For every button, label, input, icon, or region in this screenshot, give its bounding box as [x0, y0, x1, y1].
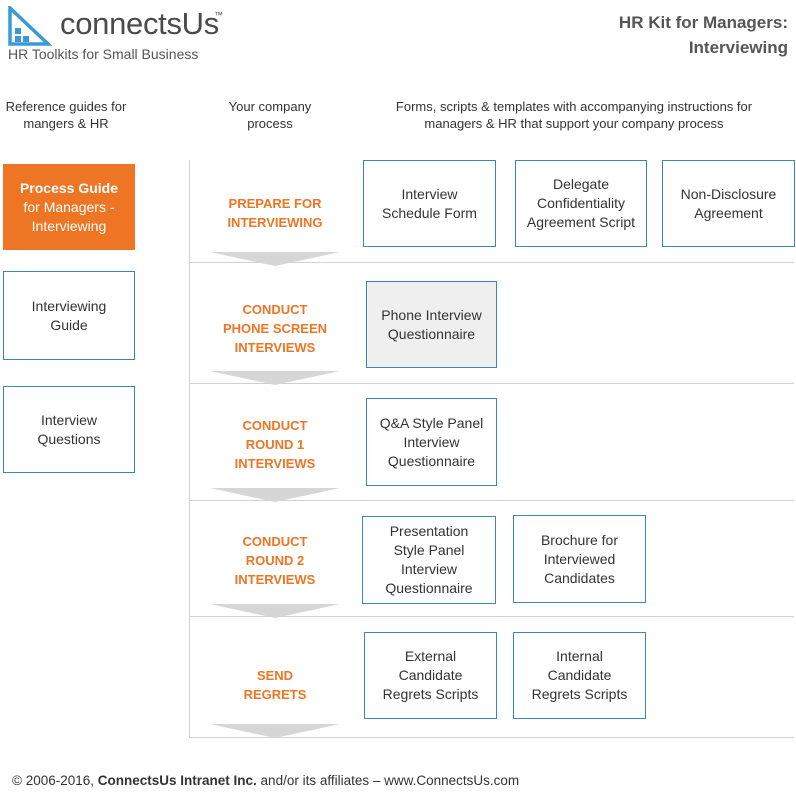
connectsus-logo-icon — [8, 6, 53, 46]
stage-send-regrets: SEND REGRETS — [200, 664, 350, 706]
title-line-2: Interviewing — [688, 38, 788, 57]
logo-text: connectsUs — [60, 6, 219, 41]
stage-separator — [189, 737, 794, 738]
stage-label: CONDUCT ROUND 1 INTERVIEWS — [234, 417, 316, 471]
doc-internal-candidate-regrets-scripts[interactable]: Internal Candidate Regrets Scripts — [513, 632, 646, 719]
doc-presentation-style-panel-interview-questionnaire[interactable]: Presentation Style Panel Interview Quest… — [362, 516, 496, 604]
stage-separator — [189, 262, 794, 263]
reference-guide-label: Interview Questions — [37, 411, 101, 447]
footer-suffix: and/or its affiliates – www.ConnectsUs.c… — [256, 773, 520, 788]
stage-round-1: CONDUCT ROUND 1 INTERVIEWS — [200, 414, 350, 474]
stage-label: SEND REGRETS — [243, 668, 307, 702]
doc-label: Q&A Style Panel Interview Questionnaire — [379, 414, 484, 469]
down-arrow-icon — [210, 724, 340, 738]
down-arrow-icon — [210, 488, 340, 502]
down-arrow-icon — [210, 604, 340, 618]
stage-separator — [189, 616, 794, 617]
doc-delegate-confidentiality-agreement-script[interactable]: Delegate Confidentiality Agreement Scrip… — [515, 160, 647, 247]
footer-copyright: © 2006-2016, ConnectsUs Intranet Inc. an… — [12, 773, 519, 788]
down-arrow-icon — [210, 371, 340, 385]
page-title: HR Kit for Managers: Interviewing — [528, 10, 788, 60]
doc-label: Internal Candidate Regrets Scripts — [531, 648, 628, 702]
doc-brochure-for-interviewed-candidates[interactable]: Brochure for Interviewed Candidates — [513, 515, 646, 603]
process-flow-line — [189, 160, 190, 738]
doc-phone-interview-questionnaire[interactable]: Phone Interview Questionnaire — [366, 281, 497, 368]
stage-prepare: PREPARE FOR INTERVIEWING — [200, 188, 350, 238]
reference-guide-interview-questions[interactable]: Interview Questions — [3, 386, 135, 473]
doc-external-candidate-regrets-scripts[interactable]: External Candidate Regrets Scripts — [364, 632, 497, 719]
doc-label: Delegate Confidentiality Agreement Scrip… — [526, 176, 636, 230]
column-header-process: Your company process — [228, 99, 312, 131]
footer-prefix: © 2006-2016, — [12, 773, 98, 788]
reference-guide-label: for Managers - Interviewing — [23, 198, 115, 234]
doc-label: Interview Schedule Form — [382, 185, 477, 221]
reference-guide-process-guide[interactable]: Process Guide for Managers - Interviewin… — [3, 164, 135, 250]
stage-label: CONDUCT PHONE SCREEN INTERVIEWS — [222, 301, 328, 355]
tagline: HR Toolkits for Small Business — [8, 46, 199, 62]
reference-guide-label: Interviewing Guide — [31, 297, 107, 333]
doc-label: Brochure for Interviewed Candidates — [540, 531, 619, 586]
logo: connectsUs ™ HR Toolkits for Small Busin… — [8, 6, 268, 62]
trademark: ™ — [214, 10, 223, 20]
stage-separator — [189, 383, 794, 384]
doc-label: External Candidate Regrets Scripts — [382, 648, 479, 702]
doc-qa-style-panel-interview-questionnaire[interactable]: Q&A Style Panel Interview Questionnaire — [366, 398, 497, 486]
doc-label: Phone Interview Questionnaire — [381, 306, 482, 342]
column-header-forms: Forms, scripts & templates with accompan… — [395, 99, 753, 131]
reference-guide-bold-label: Process Guide — [19, 179, 119, 196]
stage-round-2: CONDUCT ROUND 2 INTERVIEWS — [200, 530, 350, 590]
stage-label: CONDUCT ROUND 2 INTERVIEWS — [234, 533, 316, 587]
doc-non-disclosure-agreement[interactable]: Non-Disclosure Agreement — [662, 160, 795, 247]
doc-label: Presentation Style Panel Interview Quest… — [385, 523, 473, 596]
stage-label: PREPARE FOR INTERVIEWING — [227, 196, 323, 230]
doc-label: Non-Disclosure Agreement — [680, 185, 777, 221]
stage-phone-screen: CONDUCT PHONE SCREEN INTERVIEWS — [200, 298, 350, 358]
column-header-reference: Reference guides for mangers & HR — [5, 99, 127, 131]
stage-separator — [189, 500, 794, 501]
doc-interview-schedule-form[interactable]: Interview Schedule Form — [363, 160, 496, 247]
title-line-1: HR Kit for Managers: — [618, 13, 788, 32]
footer-company: ConnectsUs Intranet Inc. — [97, 773, 257, 788]
reference-guide-interviewing-guide[interactable]: Interviewing Guide — [3, 271, 135, 360]
down-arrow-icon — [210, 252, 340, 266]
